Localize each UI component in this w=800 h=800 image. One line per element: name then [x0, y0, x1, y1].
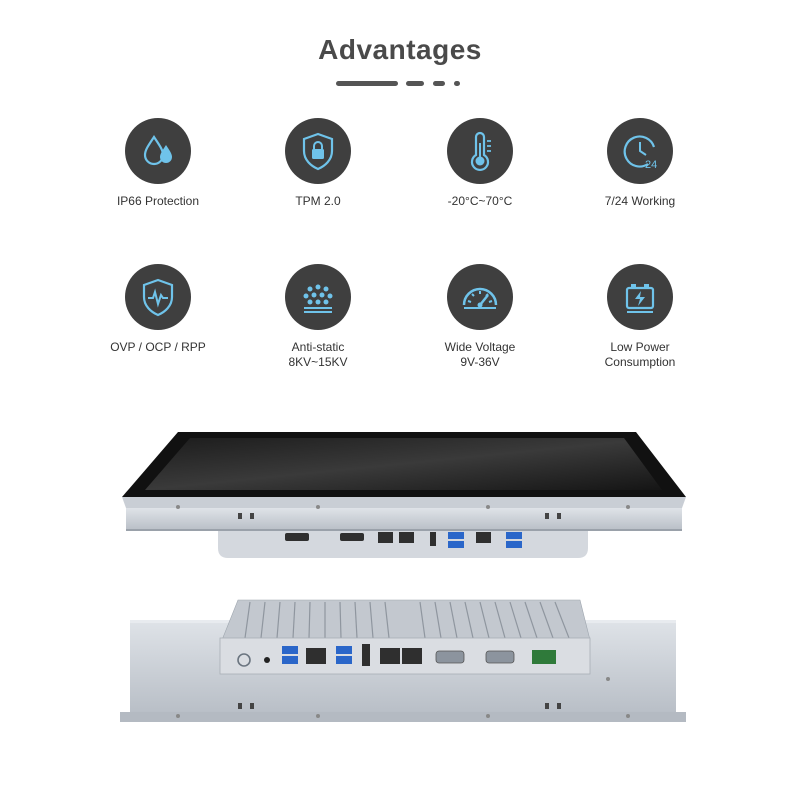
svg-text:24: 24 — [645, 159, 657, 171]
title-underline-dash-1 — [406, 81, 424, 86]
feature-protection: OVP / OCP / RPP — [78, 264, 238, 355]
feature-label: OVP / OCP / RPP — [110, 340, 206, 354]
water-drops-icon — [125, 118, 191, 184]
battery-bolt-icon — [607, 264, 673, 330]
page-title: Advantages — [318, 34, 482, 65]
panel-front-view — [122, 432, 686, 558]
static-dots-icon — [285, 264, 351, 330]
feature-label: IP66 Protection — [116, 194, 200, 208]
thermometer-icon — [447, 118, 513, 184]
shield-wave-icon — [125, 264, 191, 330]
title-underline-dash-2 — [433, 81, 445, 86]
feature-label: TPM 2.0 — [295, 194, 341, 208]
shield-lock-icon — [285, 118, 351, 184]
feature-ip66: IP66 Protection — [78, 118, 238, 209]
title-underline-long — [336, 81, 398, 86]
feature-label: 7/24 Working — [604, 194, 676, 208]
clock-24-icon: 24 — [607, 118, 673, 184]
gauge-icon — [447, 264, 513, 330]
feature-24-7: 24 7/24 Working — [560, 118, 720, 209]
title-underline-dot — [454, 81, 460, 86]
feature-label: -20°C~70°C — [447, 194, 513, 208]
feature-temperature: -20°C~70°C — [400, 118, 560, 209]
panel-rear-view — [120, 599, 686, 722]
feature-tpm: TPM 2.0 — [238, 118, 398, 209]
